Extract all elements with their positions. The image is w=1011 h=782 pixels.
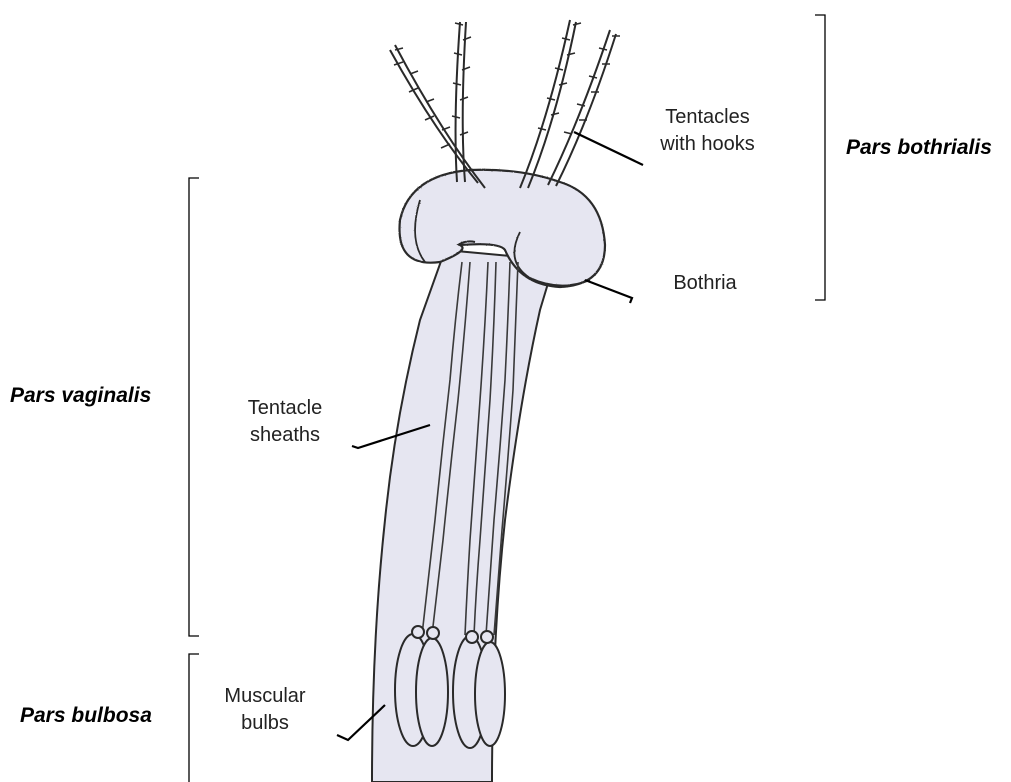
region-pars-bothrialis: Pars bothrialis — [846, 136, 992, 160]
leader-tentacles — [574, 132, 643, 165]
tentacle-4 — [548, 30, 616, 186]
label-bothria: Bothria — [655, 270, 755, 297]
label-tentacles-line-1: Tentacles — [640, 104, 775, 131]
bracket-vaginalis — [189, 178, 199, 636]
tentacle-hooks — [394, 23, 620, 148]
region-pars-bulbosa: Pars bulbosa — [20, 704, 152, 728]
bracket-bulbosa — [189, 654, 199, 782]
region-pars-vaginalis: Pars vaginalis — [10, 384, 151, 408]
label-sheaths-line-1: Tentacle — [225, 395, 345, 422]
label-bulbs-line-2: bulbs — [205, 710, 325, 737]
label-tentacle-sheaths: Tentacle sheaths — [225, 395, 345, 449]
tentacle-2 — [456, 22, 466, 182]
leader-bothria — [585, 280, 632, 303]
label-tentacles-with-hooks: Tentacles with hooks — [640, 104, 775, 158]
bulb-left-2 — [416, 638, 448, 746]
label-muscular-bulbs: Muscular bulbs — [205, 683, 325, 737]
tentacle-1 — [390, 45, 485, 188]
label-sheaths-line-2: sheaths — [225, 422, 345, 449]
bracket-bothrialis — [815, 15, 825, 300]
label-bulbs-line-1: Muscular — [205, 683, 325, 710]
tentacles — [390, 20, 616, 188]
bulb-right-2 — [475, 642, 505, 746]
label-tentacles-line-2: with hooks — [640, 131, 775, 158]
